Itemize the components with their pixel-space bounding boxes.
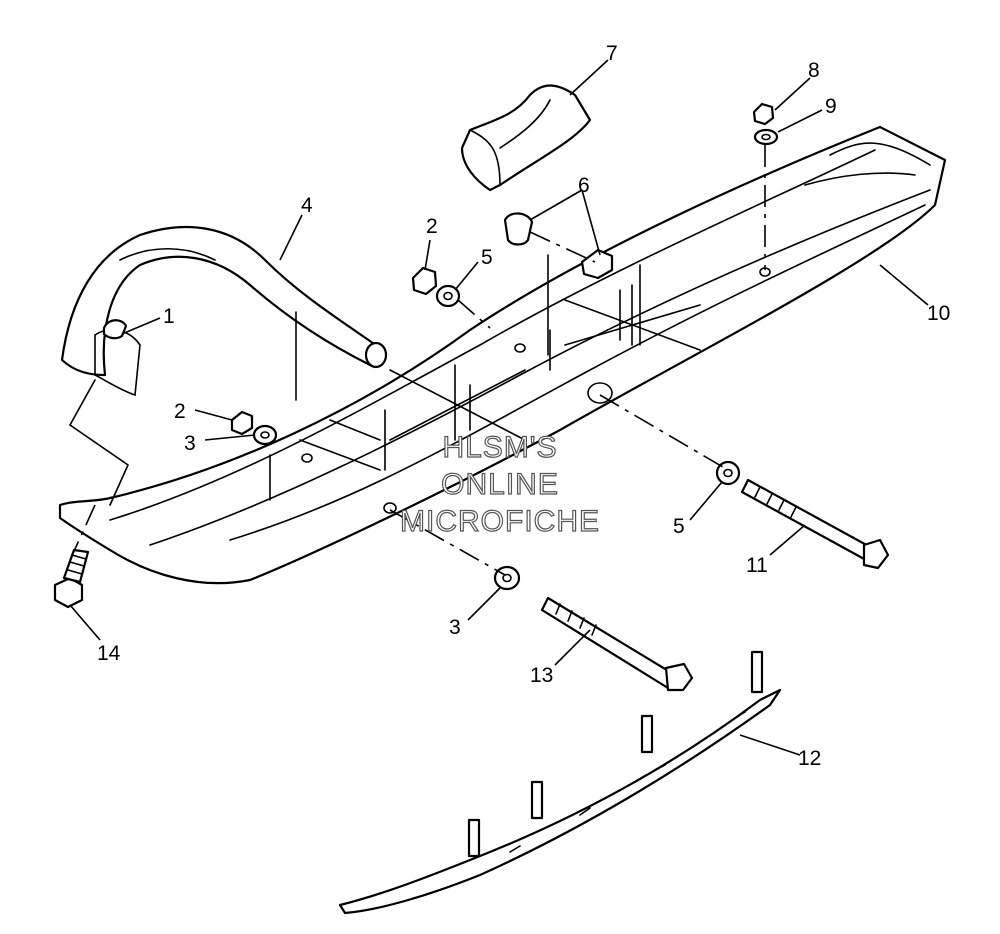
leader-lines <box>69 59 929 756</box>
callout-3-lower: 3 <box>449 616 461 639</box>
carbide-runner <box>338 650 782 915</box>
ski-body <box>58 125 947 585</box>
callout-2-upper: 2 <box>426 215 438 238</box>
nut-2-upper <box>411 266 438 296</box>
callout-11: 11 <box>746 554 768 577</box>
nut-2-lower <box>230 410 254 436</box>
watermark: HLSM'S ONLINE MICROFICHE <box>399 430 600 538</box>
washer-5-right <box>715 460 741 486</box>
bolt-14 <box>53 548 90 609</box>
nut-8 <box>752 102 775 126</box>
washer-3-upper <box>252 424 278 446</box>
ski-saddle <box>460 84 592 192</box>
callout-1: 1 <box>163 305 175 328</box>
callout-labels: 1 2 2 3 3 4 5 5 6 7 8 9 10 11 12 13 14 <box>97 42 950 770</box>
bolt-13 <box>540 596 694 692</box>
watermark-line-1: HLSM'S <box>442 431 557 464</box>
watermark-line-3: MICROFICHE <box>400 505 600 538</box>
callout-2-lower: 2 <box>174 400 186 423</box>
bolt-11 <box>740 478 890 570</box>
callout-4: 4 <box>301 194 313 217</box>
callout-6: 6 <box>578 174 590 197</box>
callout-5-lower: 5 <box>673 515 685 538</box>
callout-14: 14 <box>97 642 121 665</box>
callout-5-upper: 5 <box>481 246 493 269</box>
callout-13: 13 <box>530 664 553 687</box>
ski-handle <box>60 225 388 397</box>
washer-5-upper <box>435 284 461 308</box>
callout-7: 7 <box>606 42 618 65</box>
callout-3-upper: 3 <box>184 432 196 455</box>
washer-3-lower <box>493 565 521 591</box>
bushing-6b <box>580 248 614 280</box>
pin-1 <box>102 319 128 340</box>
callout-8: 8 <box>808 59 820 82</box>
washer-9 <box>753 128 779 146</box>
callout-9: 9 <box>825 95 837 118</box>
callout-10: 10 <box>927 302 950 325</box>
watermark-line-2: ONLINE <box>441 468 559 501</box>
assembly-lines <box>68 145 766 576</box>
bushing-6a <box>503 212 534 246</box>
callout-12: 12 <box>798 747 821 770</box>
